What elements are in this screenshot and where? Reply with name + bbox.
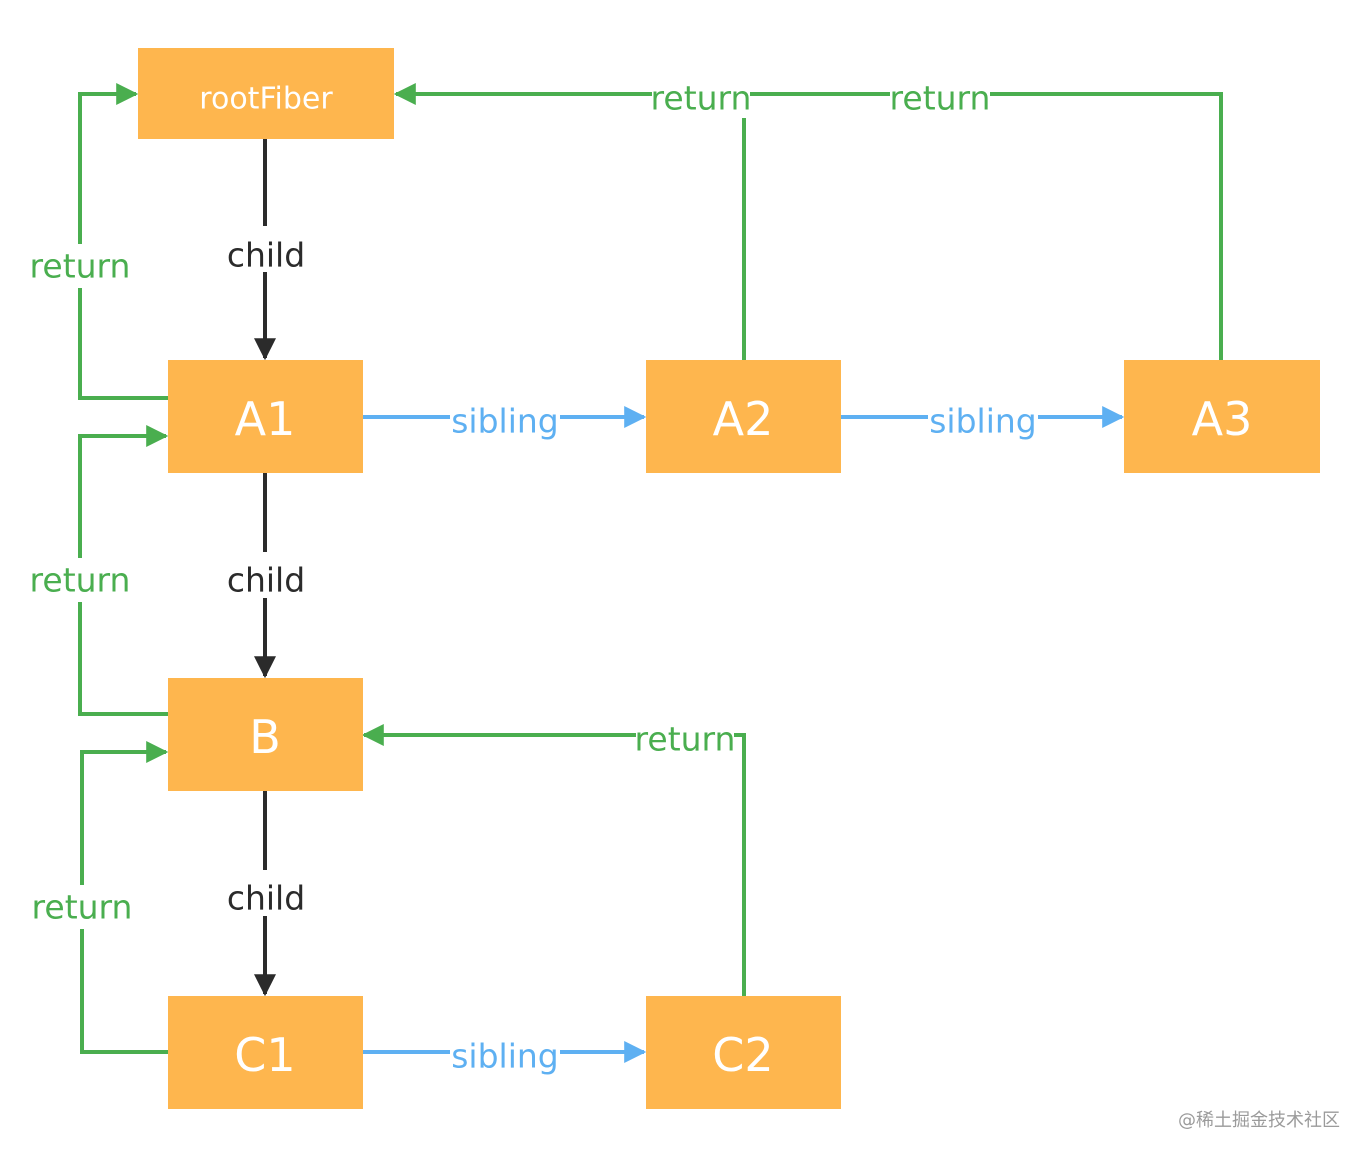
return-edge-a1-root-top — [78, 83, 139, 244]
return-edges — [78, 83, 1223, 1054]
return-label-c1-b: return — [32, 888, 133, 927]
node-a2: A2 — [646, 360, 841, 473]
node-a2-label: A2 — [713, 392, 774, 446]
sibling-label-c1-c2: sibling — [451, 1037, 559, 1076]
return-edge-b-a1-bottom — [78, 602, 168, 716]
node-c1: C1 — [168, 996, 363, 1109]
child-labels: child child child — [227, 236, 305, 918]
node-a2-box — [646, 360, 841, 473]
node-c2-label: C2 — [712, 1028, 773, 1082]
child-label-b-c1: child — [227, 879, 305, 918]
node-a3-box — [1124, 360, 1320, 473]
node-b-box — [168, 678, 363, 791]
node-rootfiber: rootFiber — [138, 48, 394, 139]
sibling-edges — [363, 406, 1125, 1063]
node-rootfiber-box — [138, 48, 394, 139]
return-label-a1-root: return — [30, 247, 131, 286]
child-label-root-a1: child — [227, 236, 305, 275]
node-c1-box — [168, 996, 363, 1109]
watermark: @稀土掘金技术社区 — [1178, 1110, 1340, 1131]
node-b: B — [168, 678, 363, 791]
node-a1-box — [168, 360, 363, 473]
sibling-label-a2-a3: sibling — [929, 402, 1037, 441]
child-label-a1-b: child — [227, 561, 305, 600]
return-edge-b-a1-top — [78, 425, 169, 558]
return-label-c2-b: return — [635, 720, 736, 759]
return-edge-c1-b-top — [80, 741, 169, 885]
node-a1: A1 — [168, 360, 363, 473]
return-label-a3-root: return — [890, 79, 991, 118]
node-a1-label: A1 — [235, 392, 296, 446]
return-label-a2-root: return — [651, 79, 752, 118]
node-c1-label: C1 — [234, 1028, 295, 1082]
return-edge-a3-root — [990, 92, 1223, 360]
return-labels: return return return return return retur… — [30, 79, 991, 927]
node-b-label: B — [249, 710, 281, 764]
node-c2: C2 — [646, 996, 841, 1109]
return-edge-c1-b-bottom — [80, 929, 168, 1054]
return-edge-c2-b-vertical — [734, 733, 746, 996]
node-rootfiber-label: rootFiber — [199, 82, 333, 117]
return-label-b-a1: return — [30, 561, 131, 600]
return-edge-a1-root-bottom — [78, 288, 168, 400]
sibling-label-a1-a2: sibling — [451, 402, 559, 441]
sibling-labels: sibling sibling sibling — [451, 402, 1037, 1076]
node-a3: A3 — [1124, 360, 1320, 473]
node-a3-label: A3 — [1192, 392, 1253, 446]
node-c2-box — [646, 996, 841, 1109]
